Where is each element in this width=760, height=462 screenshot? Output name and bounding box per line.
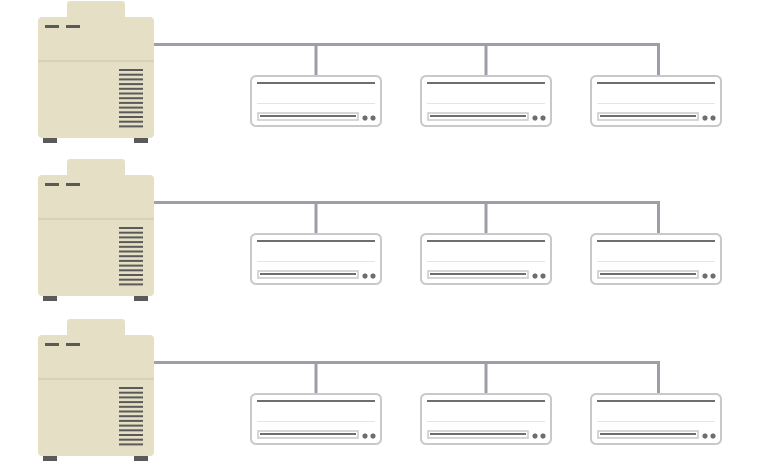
system-row-1	[38, 1, 722, 143]
pipe-drop	[657, 43, 660, 75]
unit-foot	[134, 138, 148, 143]
unit-foot	[43, 138, 57, 143]
indoor-unit-1	[250, 233, 382, 285]
outdoor-unit	[38, 1, 154, 143]
pipe-drop	[314, 361, 318, 393]
refrigerant-pipe	[154, 201, 660, 204]
unit-foot	[134, 456, 148, 461]
indoor-unit-2	[420, 233, 552, 285]
status-dot	[532, 433, 538, 439]
status-dot	[702, 433, 708, 439]
status-dot	[370, 433, 376, 439]
status-dot	[702, 115, 708, 121]
indoor-unit-1	[250, 393, 382, 445]
status-dot	[710, 115, 716, 121]
indicator-slot	[45, 183, 59, 186]
indoor-unit-1	[250, 75, 382, 127]
indoor-unit-2	[420, 393, 552, 445]
unit-foot	[134, 296, 148, 301]
pipe-drop	[314, 43, 318, 75]
pipe-drop	[657, 361, 660, 393]
indoor-unit-3	[590, 393, 722, 445]
status-dot	[362, 115, 368, 121]
indoor-unit-2	[420, 75, 552, 127]
pipe-drop	[484, 361, 488, 393]
status-dot	[702, 273, 708, 279]
system-row-2	[38, 159, 722, 301]
status-dot	[532, 273, 538, 279]
status-dot	[710, 433, 716, 439]
status-dot	[362, 433, 368, 439]
status-dot	[710, 273, 716, 279]
status-dot	[362, 273, 368, 279]
pipe-drop	[484, 43, 488, 75]
status-dot	[370, 273, 376, 279]
indoor-unit-3	[590, 75, 722, 127]
indicator-slot	[45, 25, 59, 28]
indicator-slot	[66, 25, 80, 28]
status-dot	[540, 433, 546, 439]
outdoor-unit	[38, 319, 154, 461]
refrigerant-pipe	[154, 361, 660, 364]
status-dot	[370, 115, 376, 121]
status-dot	[540, 115, 546, 121]
system-row-3	[38, 319, 722, 461]
unit-foot	[43, 456, 57, 461]
pipe-drop	[484, 201, 488, 233]
outdoor-unit	[38, 159, 154, 301]
indicator-slot	[66, 183, 80, 186]
status-dot	[532, 115, 538, 121]
indicator-slot	[66, 343, 80, 346]
unit-foot	[43, 296, 57, 301]
status-dot	[540, 273, 546, 279]
refrigerant-pipe	[154, 43, 660, 46]
indoor-unit-3	[590, 233, 722, 285]
pipe-drop	[314, 201, 318, 233]
indicator-slot	[45, 343, 59, 346]
pipe-drop	[657, 201, 660, 233]
